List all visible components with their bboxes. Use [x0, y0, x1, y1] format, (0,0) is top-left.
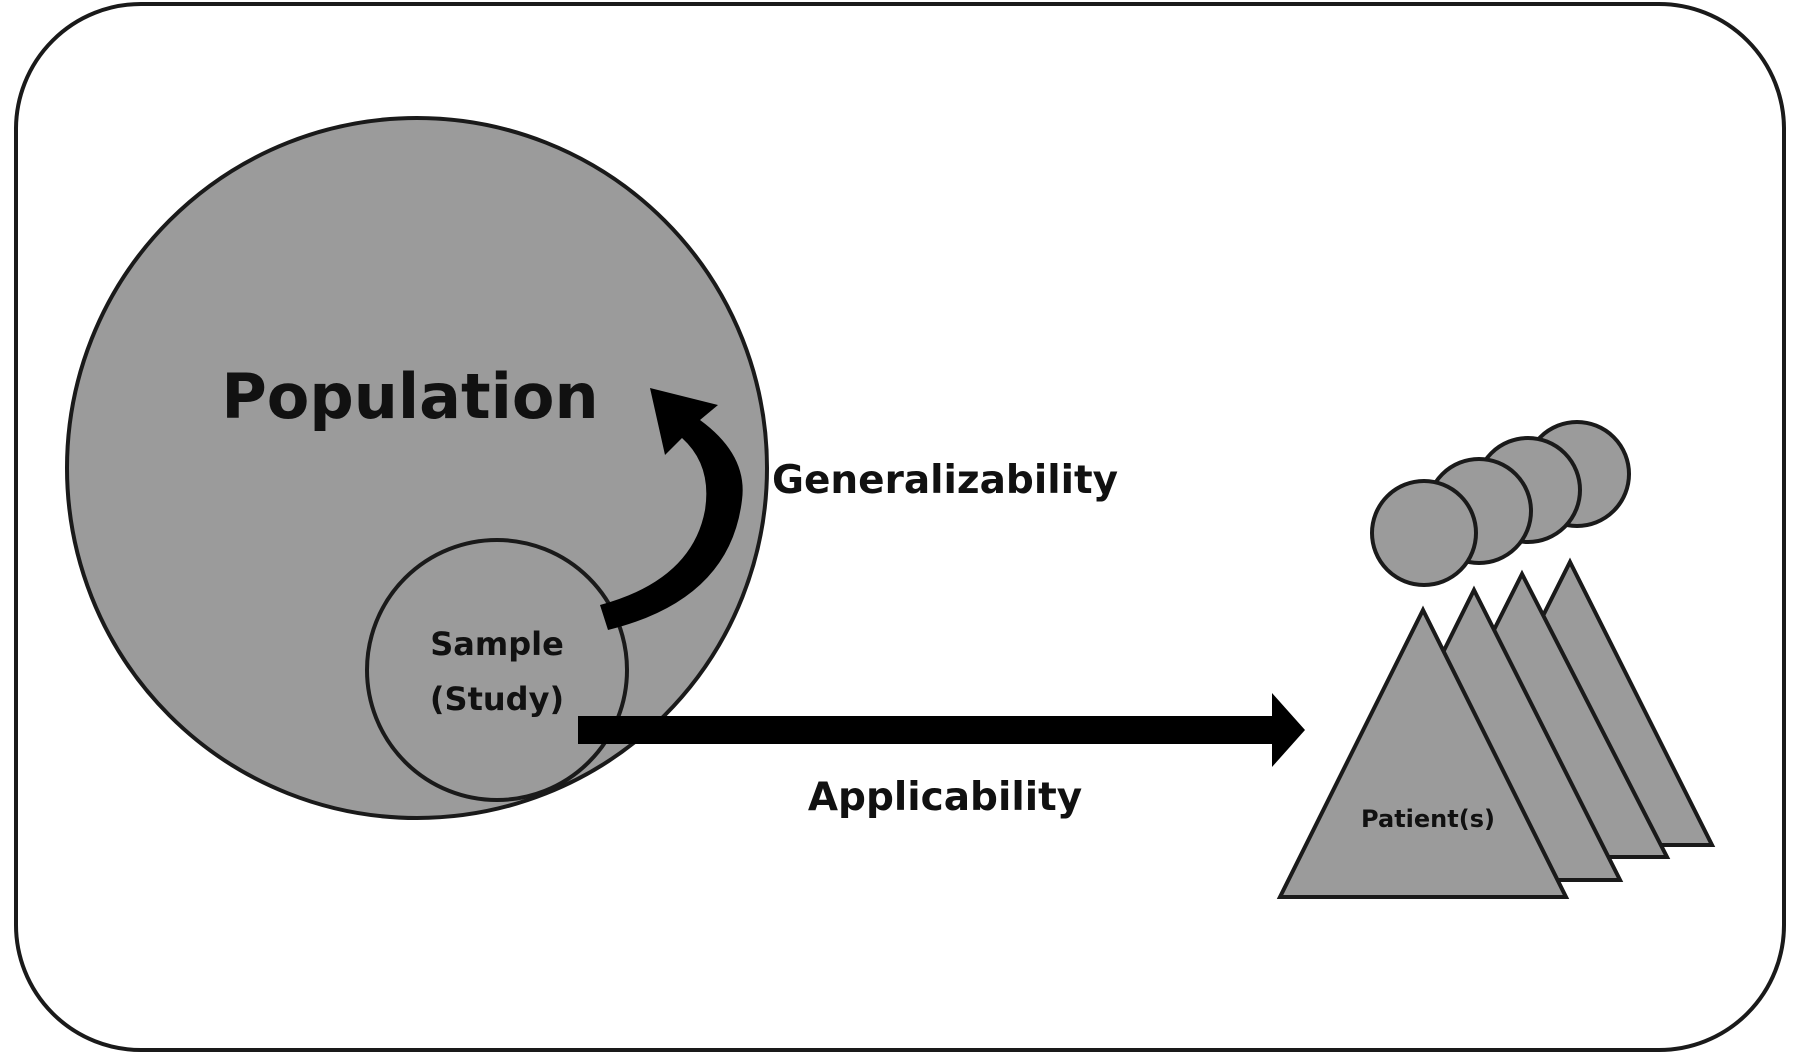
sample-circle — [365, 538, 629, 802]
generalizability-label: Generalizability — [772, 458, 1118, 503]
applicability-arrow — [578, 693, 1305, 767]
patient-figure-1 — [1276, 479, 1570, 899]
sample-label-line1: Sample — [430, 625, 564, 663]
applicability-label: Applicability — [808, 775, 1082, 820]
generalizability-arrow — [600, 388, 743, 630]
sample-label-line2: (Study) — [430, 680, 564, 718]
population-label: Population — [221, 360, 598, 433]
patients-label: Patient(s) — [1361, 805, 1495, 833]
